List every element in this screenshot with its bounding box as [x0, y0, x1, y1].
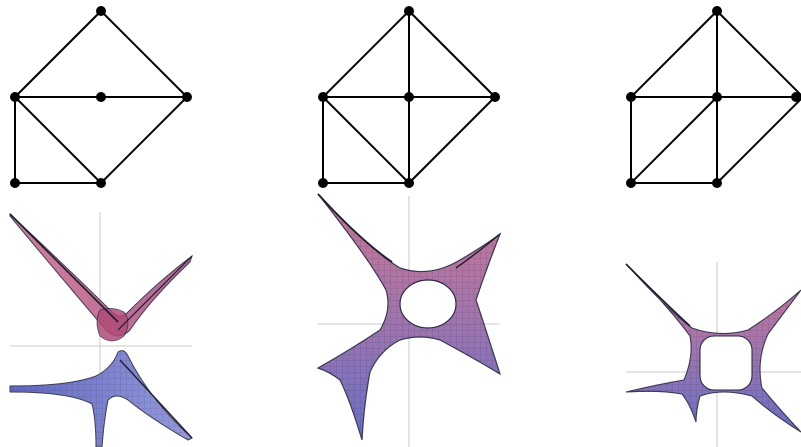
graph-vertex-right: [490, 92, 500, 102]
graph-vertex-bottom-center: [404, 178, 414, 188]
graph-vertex-top: [712, 6, 722, 16]
graph-vertex-center: [96, 92, 106, 102]
graph-edge: [100, 10, 188, 98]
graph-vertex-top: [404, 6, 414, 16]
graph-diagram-left: [10, 6, 192, 188]
graph-vertex-bottom-center: [712, 178, 722, 188]
surface-plot-middle: [316, 193, 502, 447]
surface-edge-line: [455, 233, 501, 269]
surface-plot-left: [9, 212, 193, 447]
graph-edge: [322, 96, 410, 184]
graph-edge: [408, 96, 496, 184]
graph-vertex-right: [182, 92, 192, 102]
surface-edge-line: [117, 255, 193, 331]
graph-vertex-bottom-center: [96, 178, 106, 188]
surface-edge-line: [317, 193, 393, 263]
graph-edge: [630, 96, 718, 184]
graph-vertex-left: [10, 92, 20, 102]
graph-vertex-top: [96, 6, 106, 16]
graph-edge: [322, 10, 410, 98]
graph-edge: [14, 96, 102, 184]
graph-diagram-middle: [318, 6, 500, 188]
graph-vertex-center: [712, 92, 722, 102]
graph-vertex-bottom-left: [626, 178, 636, 188]
surface-hole: [399, 279, 457, 329]
graph-edge: [100, 96, 188, 184]
surface-hole: [699, 335, 753, 391]
graph-edge: [630, 10, 718, 98]
graph-vertex-left: [318, 92, 328, 102]
surface-edge-line: [9, 213, 119, 323]
surface-edge-line: [119, 359, 193, 439]
graph-vertex-right: [791, 92, 801, 102]
graph-edge: [716, 10, 801, 97]
graph-edge: [716, 97, 801, 184]
graph-diagram-right: [626, 6, 801, 188]
surface-plot-right: [625, 262, 801, 447]
graph-vertex-center: [404, 92, 414, 102]
graph-edge: [14, 10, 102, 98]
graph-vertex-left: [626, 92, 636, 102]
graph-vertex-bottom-left: [318, 178, 328, 188]
surface-neck-top: [96, 308, 129, 342]
graph-vertex-bottom-left: [10, 178, 20, 188]
graph-edge: [408, 10, 496, 98]
surface-edge-line: [625, 263, 691, 327]
